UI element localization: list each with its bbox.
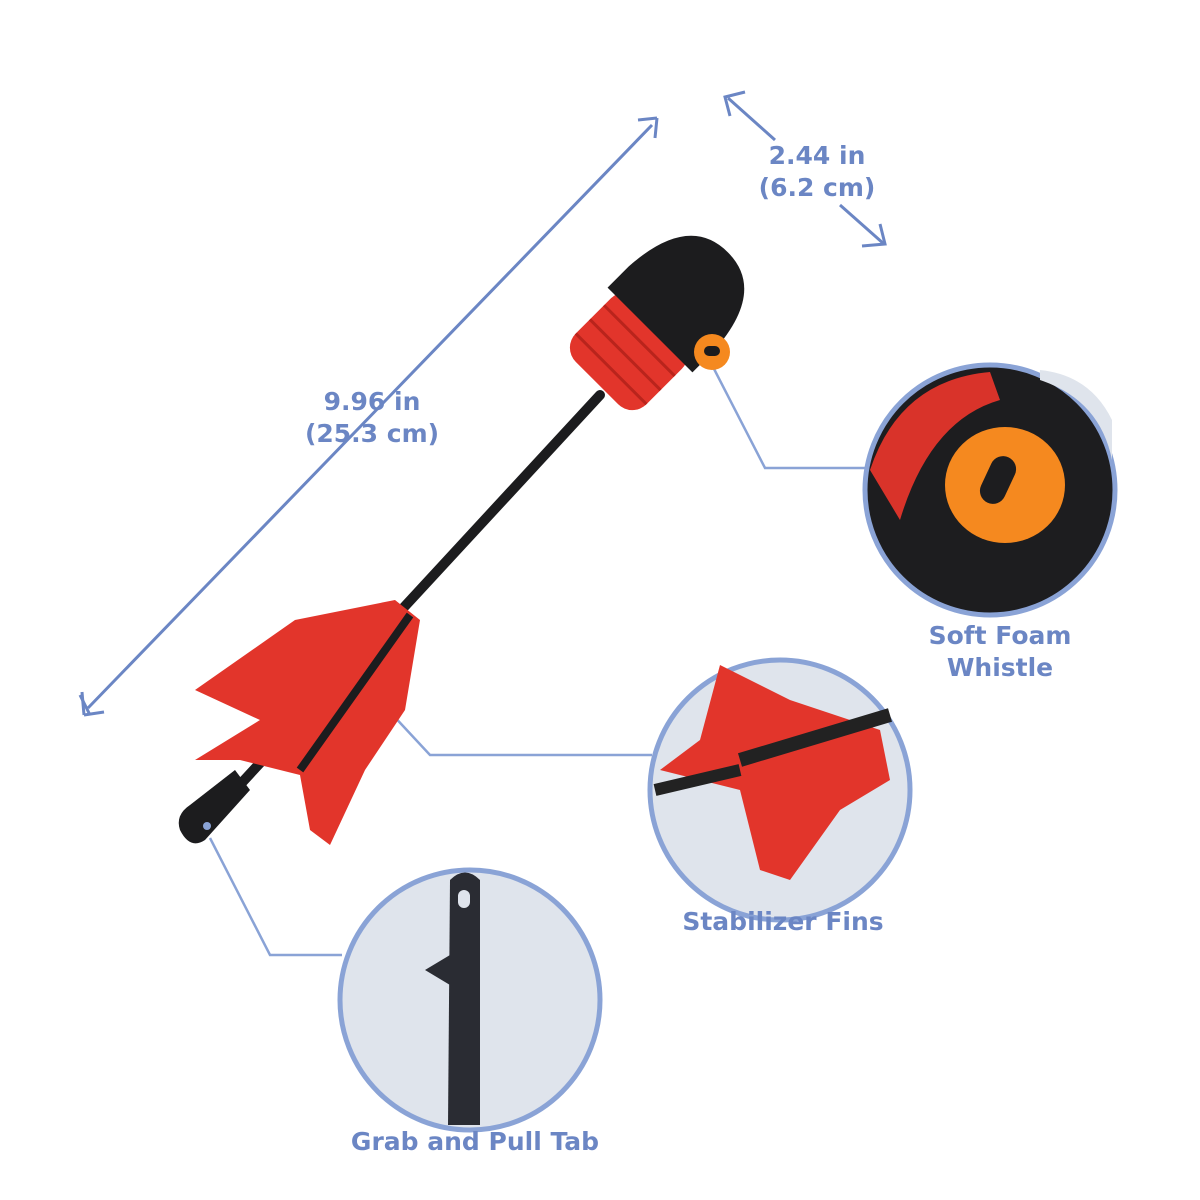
whistle-label-line2: Whistle xyxy=(946,653,1054,682)
tab-detail-circle xyxy=(337,867,603,1133)
fins-connector xyxy=(389,711,652,757)
whistle-callout-label: Soft Foam Whistle xyxy=(929,620,1072,684)
tab-callout-label: Grab and Pull Tab xyxy=(350,1127,600,1156)
length-dimension-line xyxy=(78,116,659,717)
whistle-detail-circle xyxy=(862,362,1118,618)
width-dimension-label: 2.44 in (6.2 cm) xyxy=(759,140,876,204)
tab-connector xyxy=(208,837,342,957)
whistle-connector xyxy=(710,364,870,470)
whistle-label-line1: Soft Foam xyxy=(928,621,1072,650)
stabilizer-fins xyxy=(195,600,420,845)
arrow-product xyxy=(178,235,745,845)
length-inches: 9.96 in xyxy=(323,387,421,416)
width-inches: 2.44 in xyxy=(768,141,866,170)
foam-whistle-head xyxy=(569,235,745,411)
fins-callout-label: Stabilizer Fins xyxy=(682,907,884,936)
length-dimension-label: 9.96 in (25.3 cm) xyxy=(305,386,439,450)
width-dimension-line xyxy=(723,90,887,248)
length-cm: (25.3 cm) xyxy=(304,419,440,448)
fins-detail-circle xyxy=(647,657,913,923)
width-cm: (6.2 cm) xyxy=(758,173,876,202)
